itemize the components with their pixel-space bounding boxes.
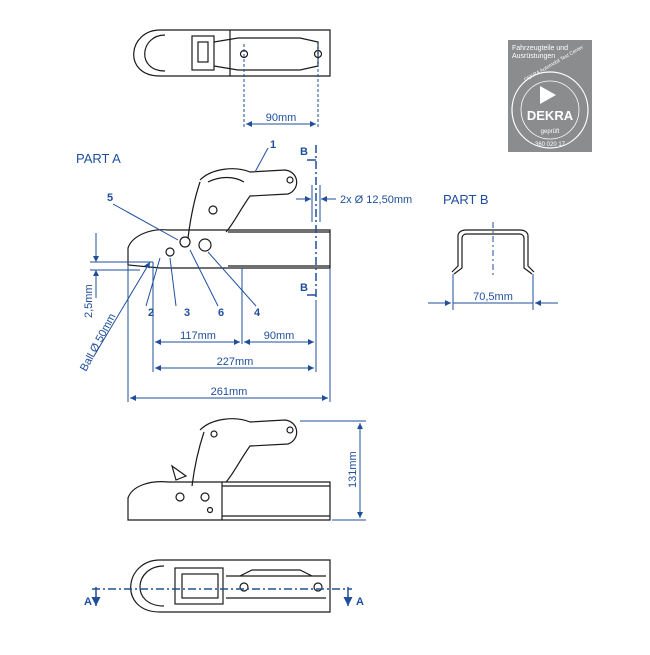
dim-2-5: 2,5mm (83, 284, 95, 318)
top-view-dimension (243, 44, 319, 128)
callout-2: 2 (148, 307, 154, 319)
badge-code: 360 020 17 (535, 142, 566, 148)
part-a-callouts (112, 147, 269, 307)
section-b-line (307, 145, 317, 300)
dim-bolt: 2x Ø 12,50mm (340, 194, 412, 206)
dekra-logo-icon (540, 86, 556, 104)
dim-90-lower: 90mm (264, 330, 295, 342)
part-b-dimension (428, 222, 558, 310)
dim-227: 227mm (217, 356, 254, 368)
badge-ring (511, 71, 589, 149)
dim-131: 131mm (347, 451, 359, 488)
top-view-coupling (133, 29, 331, 77)
callout-4: 4 (254, 307, 261, 319)
callout-5: 5 (107, 192, 113, 204)
badge-inner-ring (520, 80, 580, 140)
dim-261: 261mm (211, 386, 248, 398)
badge-line1: Fahrzeugteile und (512, 45, 568, 52)
side-view-coupling (127, 418, 331, 521)
bolt-dimension (296, 185, 336, 222)
badge-brand: DEKRA (527, 108, 574, 123)
dim-117: 117mm (180, 330, 216, 342)
callout-3: 3 (184, 307, 190, 319)
part-b-label: PART B (443, 192, 489, 207)
badge-line2: Ausrüstungen (512, 53, 555, 60)
part-a-coupling (127, 168, 331, 269)
dekra-badge: Fahrzeugteile und Ausrüstungen DEKRA Aut… (508, 40, 592, 152)
dim-ball: Ball Ø 50mm (78, 312, 118, 374)
part-a-label: PART A (76, 151, 121, 166)
section-a-right: A (356, 596, 364, 608)
section-b-top: B (300, 146, 308, 158)
section-a-left: A (84, 596, 92, 608)
bottom-view-coupling (130, 559, 331, 613)
section-a-line (91, 587, 353, 606)
callout-1: 1 (270, 139, 276, 151)
section-b-bottom: B (300, 282, 308, 294)
dim-top-90: 90mm (266, 112, 297, 124)
part-a-dimensions (90, 233, 331, 402)
badge-status: geprüft (541, 129, 560, 135)
side-view-dimension (300, 420, 366, 521)
dim-70-5: 70,5mm (473, 291, 513, 303)
callout-6: 6 (218, 307, 224, 319)
part-b-section (451, 229, 535, 275)
